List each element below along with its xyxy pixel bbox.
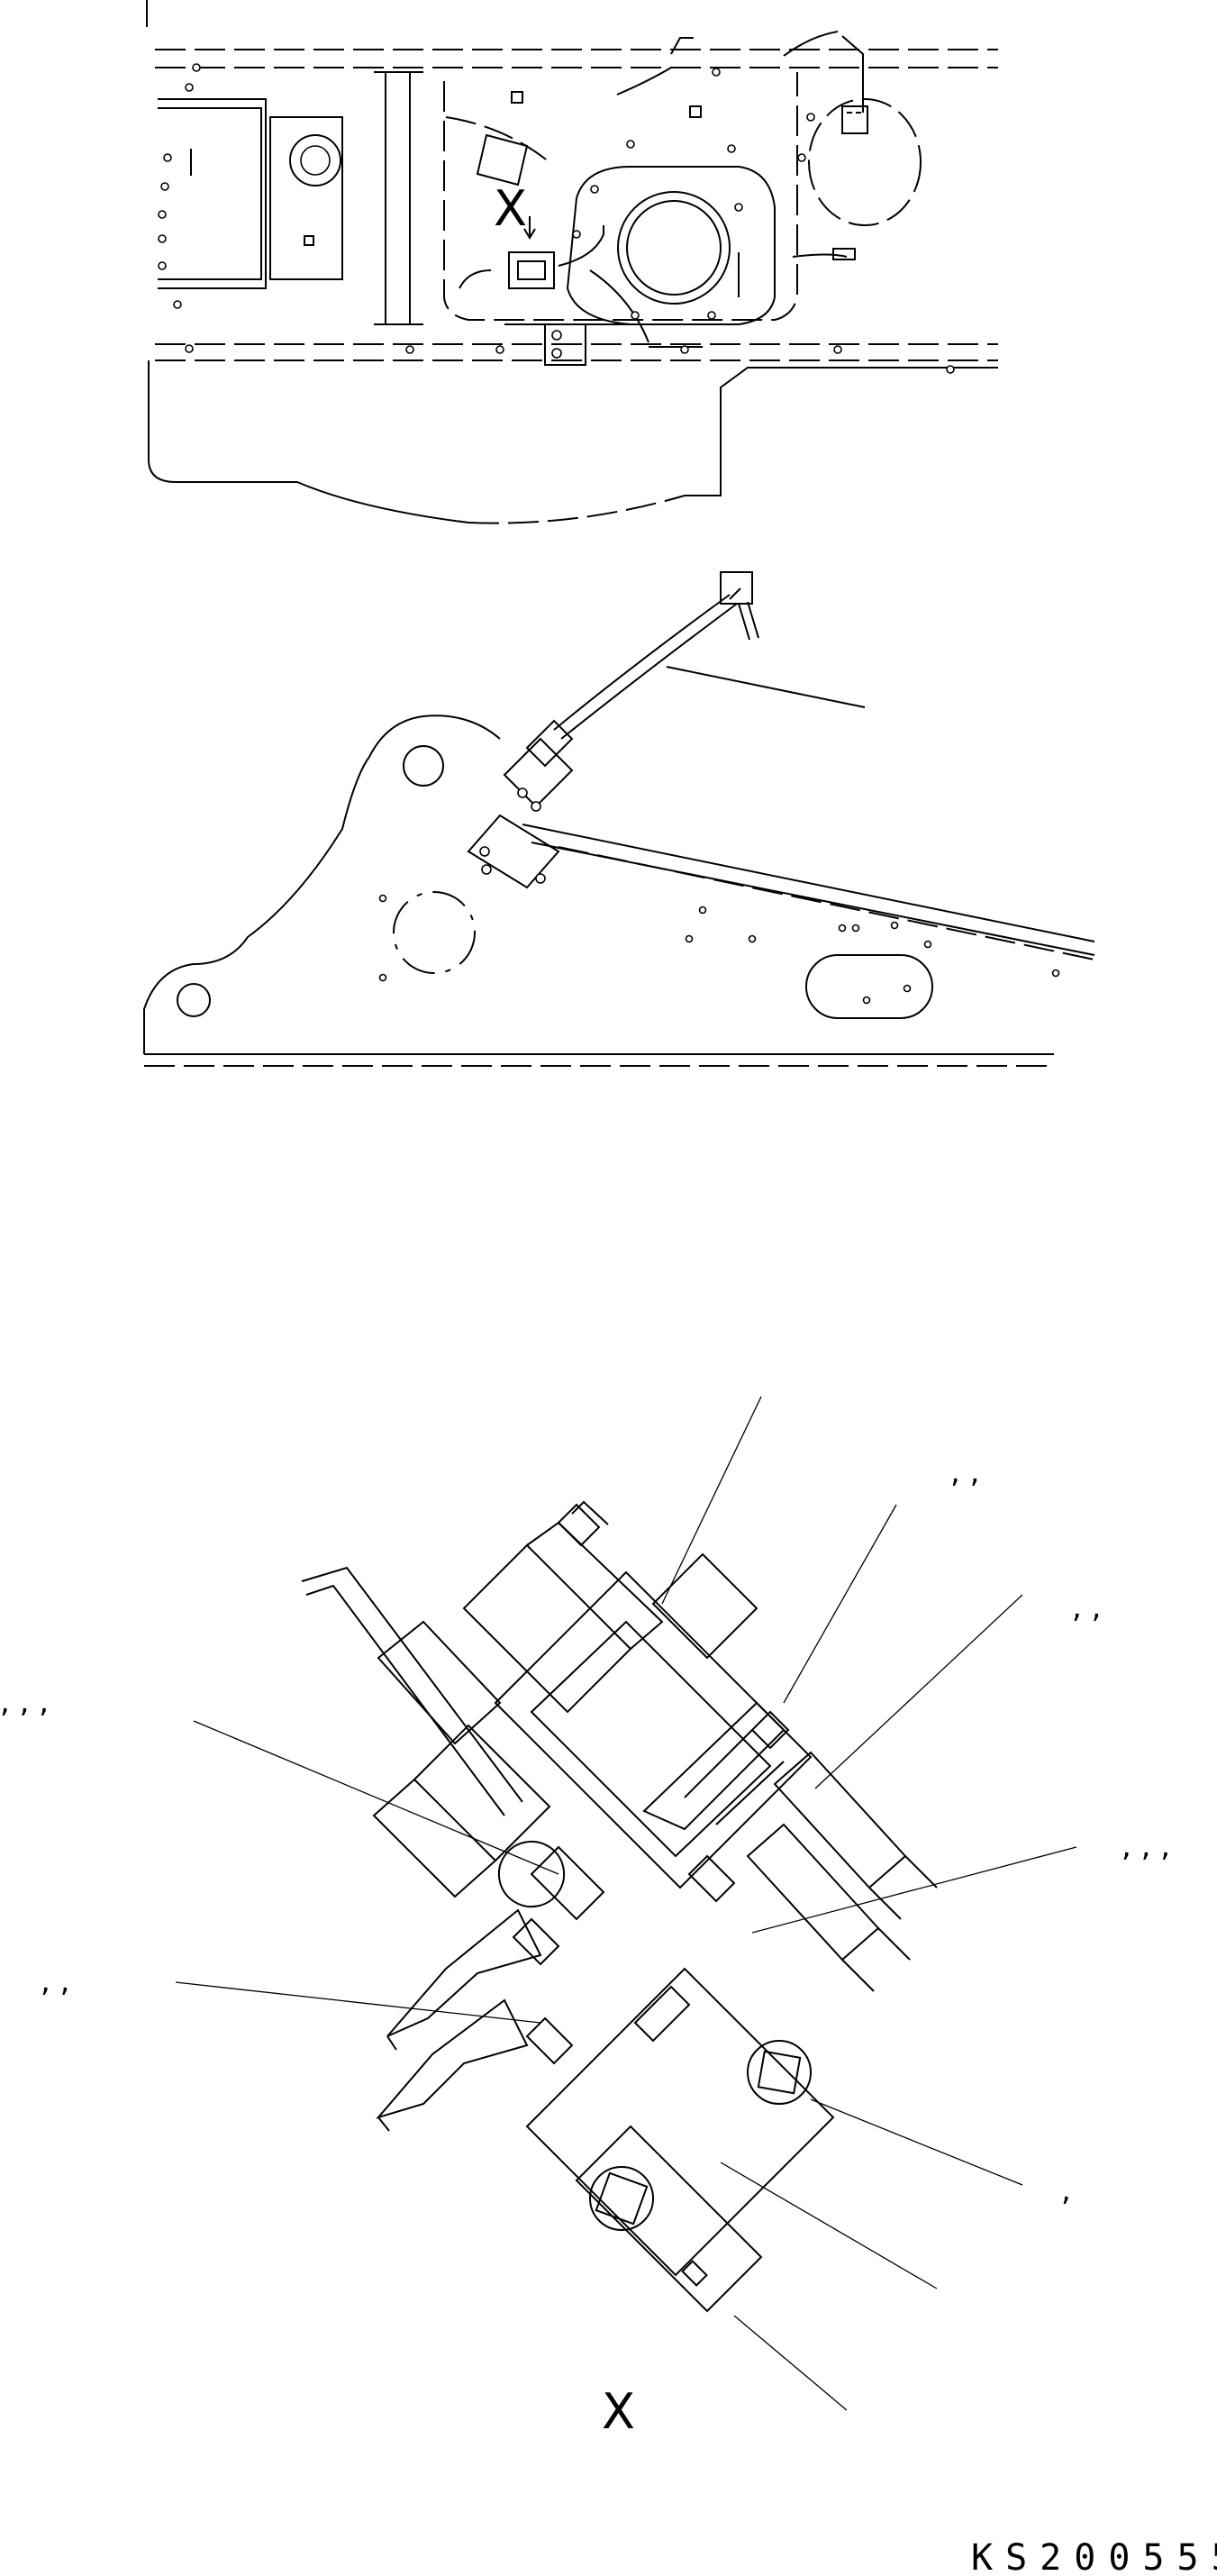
side-view — [143, 571, 1095, 1067]
detail-view: , , , , , , , , , , , , , X — [0, 1396, 1170, 2440]
top-view-marker: X — [494, 180, 527, 237]
callout-label: , , , — [0, 1684, 49, 1720]
callout-label: , , — [41, 1963, 69, 1999]
callout-label: , , , — [1122, 1828, 1170, 1864]
drawing-code: KS200555 — [971, 2537, 1217, 2576]
top-view: X — [146, 0, 998, 524]
callout-label: , — [1061, 2172, 1071, 2208]
callout-label: , , — [1072, 1589, 1101, 1625]
callout-label: , , — [950, 1454, 979, 1490]
detail-view-marker: X — [602, 2383, 635, 2440]
